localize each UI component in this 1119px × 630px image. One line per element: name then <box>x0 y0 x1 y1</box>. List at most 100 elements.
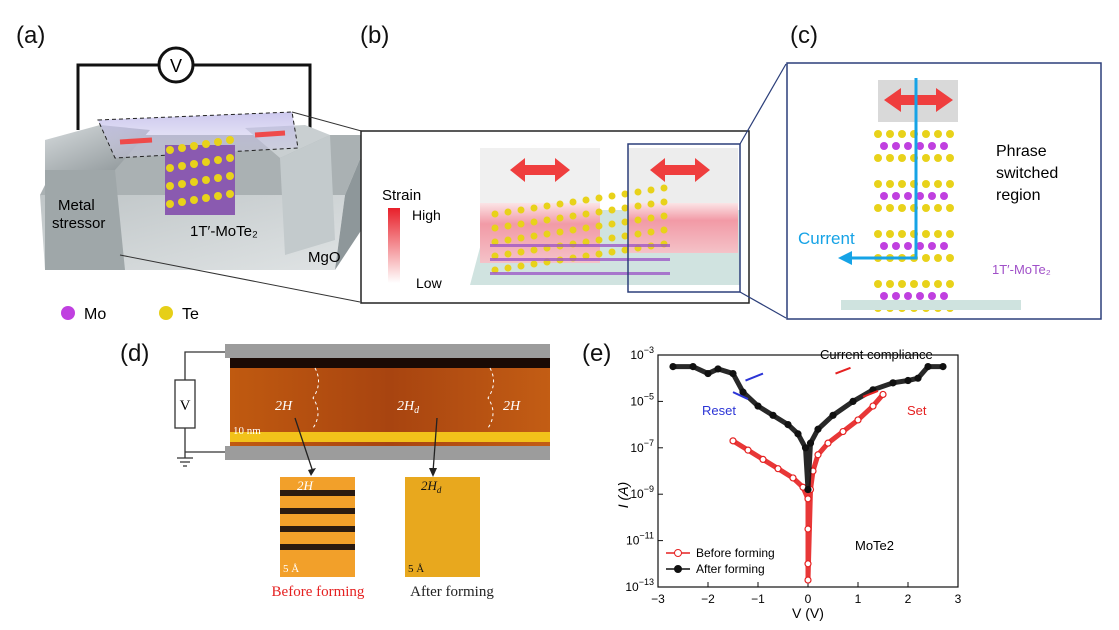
d-inset-left-scale: 5 Å <box>283 563 299 575</box>
d-caption-left: Before forming <box>272 584 365 600</box>
chart-ylabel: I (A) <box>615 482 631 508</box>
mgo-label: MgO <box>308 249 341 266</box>
legend-label: Before forming <box>696 546 775 560</box>
data-point <box>829 411 837 419</box>
set-arrow <box>862 390 879 398</box>
d-inset-right-sub: d <box>437 485 442 495</box>
x-tick-label: 3 <box>955 592 962 606</box>
data-point <box>904 376 912 385</box>
y-tick-label: 10−3 <box>630 345 654 362</box>
data-point <box>839 427 847 436</box>
data-point <box>794 430 802 438</box>
panel-c-letter: (c) <box>790 22 818 49</box>
data-point <box>804 495 812 503</box>
legend-marker <box>674 565 682 573</box>
data-point <box>806 439 815 447</box>
data-point <box>814 451 822 459</box>
y-tick-label: 10−5 <box>630 391 654 408</box>
panel-a-letter: (a) <box>16 22 46 49</box>
data-point <box>804 576 812 584</box>
data-point <box>704 369 712 378</box>
data-point <box>754 402 762 410</box>
data-point <box>759 455 767 464</box>
zoom-connector <box>739 63 787 319</box>
data-point <box>729 369 737 378</box>
d-caption-right: After forming <box>410 584 494 600</box>
data-point <box>769 411 777 419</box>
x-tick-label: −3 <box>651 592 665 606</box>
data-point <box>744 446 752 454</box>
region-label-2: switched <box>996 165 1058 182</box>
data-point <box>889 379 897 387</box>
d-phase-right: 2H <box>503 399 521 414</box>
data-point <box>689 363 697 371</box>
data-point <box>804 485 812 494</box>
data-point <box>814 425 822 433</box>
mo-label: Mo <box>84 306 106 323</box>
panel-e-letter: (e) <box>582 340 612 367</box>
data-point <box>804 525 812 533</box>
strain-title: Strain <box>382 187 421 204</box>
te-label: Te <box>182 306 199 323</box>
x-tick-label: −1 <box>751 592 765 606</box>
panel-a-figure: V Metal stressor 1T′-MoTe₂ MgO <box>40 46 370 303</box>
atom-legend: Mo Te <box>61 306 199 323</box>
d-phase-mid: 2H <box>397 399 415 414</box>
d-phase-mid-sub: d <box>414 405 420 416</box>
legend-marker <box>674 549 682 557</box>
legend-label: After forming <box>696 562 765 576</box>
d-inset-right-scale: 5 Å <box>408 563 424 575</box>
data-point <box>824 439 832 447</box>
d-inset-right-phase: 2H <box>421 478 438 493</box>
y-tick-label: 10−7 <box>630 438 654 455</box>
chart-reset-label: Reset <box>702 403 736 418</box>
data-point <box>914 374 922 382</box>
panel-d-figure: V 2H 2Hd 2H 10 nm 2H 5 Å 2Hd 5 Å Before … <box>174 344 550 600</box>
panel-c-figure: Current Phrase switched region 1T′-MoTe₂ <box>786 62 1102 320</box>
data-point <box>774 465 782 473</box>
panel-b-figure: Strain High Low <box>360 130 750 304</box>
mote2-label-a: 1T′-MoTe₂ <box>190 223 258 240</box>
region-label-3: region <box>996 187 1040 204</box>
x-tick-label: 0 <box>805 592 812 606</box>
data-point <box>729 437 737 445</box>
x-tick-label: 1 <box>855 592 862 606</box>
strain-high: High <box>412 207 441 223</box>
data-point <box>849 397 857 406</box>
current-label: Current <box>798 229 855 248</box>
te-atom-icon <box>159 306 173 320</box>
chart-material-label: MoTe2 <box>855 538 894 553</box>
set-arrow <box>835 366 851 375</box>
mote2-label-c: 1T′-MoTe₂ <box>992 262 1051 277</box>
data-point <box>854 416 862 424</box>
svg-text:2Hd: 2Hd <box>397 399 420 416</box>
stressor-label-1: Metal <box>58 197 95 214</box>
iv-chart: I (A) V (V) Current compliance Reset Set… <box>615 345 962 621</box>
data-point <box>924 363 932 371</box>
d-phase-left: 2H <box>275 399 293 414</box>
x-tick-label: −2 <box>701 592 715 606</box>
chart-xlabel: V (V) <box>792 605 824 621</box>
voltmeter-label: V <box>170 56 182 76</box>
stressor-label-2: stressor <box>52 215 105 232</box>
panel-b-letter: (b) <box>360 22 390 49</box>
strain-low: Low <box>416 275 443 291</box>
region-label-1: Phrase <box>996 143 1047 160</box>
data-point <box>939 363 947 371</box>
panel-d-letter: (d) <box>120 340 150 367</box>
strain-colorbar <box>388 208 400 283</box>
y-tick-label: 10−13 <box>625 577 654 594</box>
voltmeter-icon <box>157 46 195 84</box>
data-point <box>801 444 810 452</box>
chart-set-label: Set <box>907 403 927 418</box>
data-point <box>669 363 677 371</box>
data-point <box>714 365 722 373</box>
data-point <box>784 420 792 429</box>
d-voltage-label: V <box>180 398 191 414</box>
d-scale-main: 10 nm <box>233 425 261 437</box>
d-inset-left-phase: 2H <box>297 478 314 493</box>
mo-atom-icon <box>61 306 75 320</box>
reset-arrow <box>745 372 764 382</box>
data-point <box>869 402 877 410</box>
data-point <box>879 390 887 399</box>
